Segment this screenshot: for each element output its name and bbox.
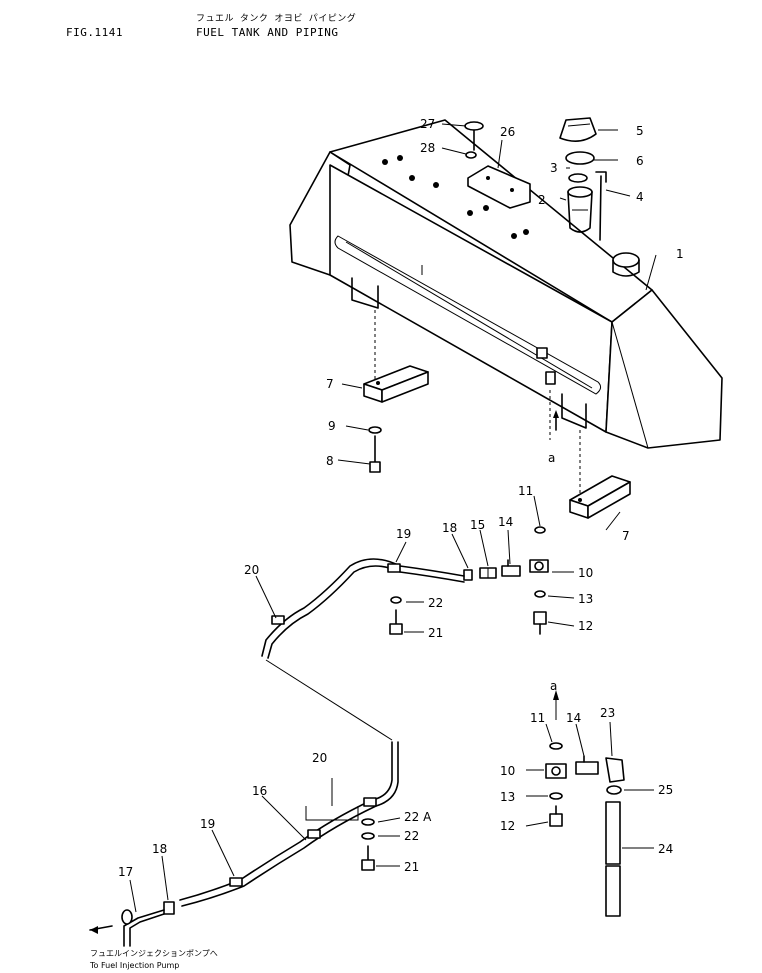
- callout-11-detail: 11: [530, 711, 545, 725]
- bolt-12: [533, 611, 547, 635]
- callout-19-lower: 19: [200, 817, 215, 831]
- callout-13: 13: [578, 592, 593, 606]
- washer-13: [534, 590, 546, 598]
- view-marker-a-upper: a: [548, 451, 555, 465]
- callout-12-detail: 12: [500, 819, 515, 833]
- callout-9: 9: [328, 419, 336, 433]
- clamp-20-lower: [363, 797, 377, 807]
- elbow-23: [605, 757, 625, 783]
- callout-21-lower: 21: [404, 860, 419, 874]
- callout-18: 18: [442, 521, 457, 535]
- callout-16: 16: [252, 784, 267, 798]
- callout-27: 27: [420, 117, 435, 131]
- view-marker-a-lower: a: [550, 679, 557, 693]
- callout-28: 28: [420, 141, 435, 155]
- callout-20-lower: 20: [312, 751, 327, 765]
- gasket-6: [565, 151, 595, 165]
- fitting-10-detail: [545, 763, 567, 779]
- nipple-15: [479, 567, 497, 579]
- bolt-21-lower: [361, 845, 375, 871]
- callout-10: 10: [578, 566, 593, 580]
- callout-18-lower: 18: [152, 842, 167, 856]
- washer-22a: [361, 818, 375, 826]
- washer-13-detail: [549, 792, 563, 800]
- figure-number: FIG.1141: [66, 26, 123, 39]
- callout-14-detail: 14: [566, 711, 581, 725]
- callout-25: 25: [658, 783, 673, 797]
- callout-4: 4: [636, 190, 644, 204]
- callout-5: 5: [636, 124, 644, 138]
- callout-7-right: 7: [622, 529, 630, 543]
- continuation-line: [265, 659, 393, 741]
- hose-20-lower: [371, 741, 399, 807]
- figure-title-kana: フュエル タンク オヨビ パイピング: [196, 14, 357, 24]
- leader-lines: [129, 123, 657, 913]
- hose-20-upper: [261, 558, 465, 659]
- callout-17: 17: [118, 865, 133, 879]
- bolt-8: [369, 435, 381, 473]
- callout-2: 2: [538, 193, 546, 207]
- bolt-21: [389, 609, 403, 635]
- callout-8: 8: [326, 454, 334, 468]
- clamp-19-mid: [307, 829, 321, 839]
- figure-title: FUEL TANK AND PIPING: [196, 26, 339, 39]
- o-ring-3: [568, 173, 588, 183]
- support-7-left: [363, 365, 429, 403]
- callout-12: 12: [578, 619, 593, 633]
- note-kana: フュエルインジェクションポンプへ: [90, 949, 218, 958]
- pipe-17: [121, 909, 165, 947]
- fitting-10: [529, 559, 549, 573]
- callout-23: 23: [600, 706, 615, 720]
- callout-7-left: 7: [326, 377, 334, 391]
- clip-25: [606, 785, 622, 795]
- callout-21: 21: [428, 626, 443, 640]
- callout-22: 22: [428, 596, 443, 610]
- bracket-26: [467, 165, 531, 209]
- bolt-12-detail: [549, 805, 563, 827]
- callout-13-detail: 13: [500, 790, 515, 804]
- note-destination: To Fuel Injection Pump: [89, 961, 179, 970]
- callout-1: 1: [676, 247, 684, 261]
- fuel-tank: [289, 119, 723, 449]
- callout-3: 3: [550, 161, 558, 175]
- support-7-right: [569, 475, 631, 519]
- callout-labels: 1 2 3 4 5 6 7 7 8 9 10 11 12 13 14 15 18…: [89, 117, 684, 970]
- callout-19-upper: 19: [396, 527, 411, 541]
- clamp-20-band: [271, 615, 285, 625]
- clamp-19-upper: [387, 563, 401, 573]
- elbow-14-detail: [575, 755, 599, 775]
- callout-20-upper: 20: [244, 563, 259, 577]
- washer-22: [390, 596, 402, 604]
- washer-11: [534, 526, 546, 534]
- callout-22-lower: 22: [404, 829, 419, 843]
- callout-6: 6: [636, 154, 644, 168]
- washer-22-lower: [361, 832, 375, 840]
- callout-15: 15: [470, 518, 485, 532]
- elbow-14: [501, 559, 521, 577]
- washer-11-detail: [549, 742, 563, 750]
- callout-24: 24: [658, 842, 673, 856]
- callout-22a: 22 A: [404, 810, 432, 824]
- pipe-16: [179, 799, 377, 907]
- callout-10-detail: 10: [500, 764, 515, 778]
- clamp-19-lower: [229, 877, 243, 887]
- clamp-18: [463, 569, 473, 581]
- dipstick-4: [595, 171, 607, 241]
- washer-9: [368, 426, 382, 434]
- hose-24: [605, 801, 621, 917]
- cap-5: [559, 117, 597, 142]
- callout-26: 26: [500, 125, 515, 139]
- strainer-2: [567, 186, 593, 233]
- callout-11: 11: [518, 484, 533, 498]
- washer-28: [465, 151, 477, 159]
- callout-14: 14: [498, 515, 513, 529]
- clamp-18-lower: [163, 901, 175, 915]
